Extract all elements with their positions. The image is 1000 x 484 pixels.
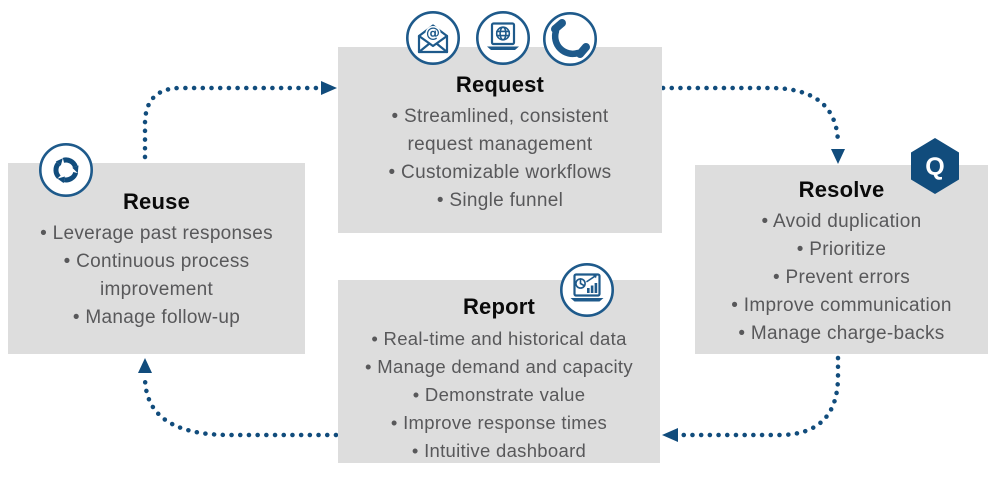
- bullet-item: • Streamlined, consistent request manage…: [391, 106, 609, 155]
- bullet-item: • Customizable workflows: [388, 162, 612, 183]
- svg-text:@: @: [426, 26, 440, 42]
- resolve-box: Resolve • Avoid duplication • Prioritize…: [695, 165, 988, 354]
- request-title: Request: [455, 72, 545, 97]
- bullet-item: • Demonstrate value: [412, 384, 586, 405]
- bullet-item: • Avoid duplication: [761, 211, 922, 232]
- resolve-bullets: • Avoid duplication • Prioritize • Preve…: [701, 208, 982, 348]
- bullet-item: • Manage follow-up: [72, 307, 241, 328]
- report-bullets: • Real-time and historical data • Manage…: [340, 325, 658, 465]
- recycle-icon: [38, 142, 94, 198]
- arrow-report-to-reuse: [138, 358, 339, 438]
- q-hexagon-badge: Q: [911, 138, 959, 194]
- bullet-item: • Single funnel: [436, 190, 564, 211]
- bullet-item: • Real-time and historical data: [371, 328, 627, 349]
- dashboard-laptop-icon: [559, 262, 615, 318]
- bullet-item: • Prevent errors: [772, 267, 911, 288]
- request-box: Request • Streamlined, consistent reques…: [338, 47, 662, 233]
- hexagon-shape: [911, 138, 959, 194]
- phone-icon: [542, 11, 598, 67]
- bullet-item: • Continuous process improvement: [63, 251, 250, 300]
- bullet-item: • Improve communication: [731, 295, 952, 316]
- bullet-item: • Improve response times: [390, 412, 608, 433]
- bullet-item: • Leverage past responses: [40, 223, 273, 244]
- request-bullets: • Streamlined, consistent request manage…: [365, 103, 635, 215]
- laptop-globe-icon: [475, 10, 531, 66]
- bullet-item: • Manage charge-backs: [738, 323, 945, 344]
- arrow-request-to-resolve: [660, 85, 845, 164]
- resolve-title: Resolve: [798, 177, 885, 202]
- reuse-title: Reuse: [122, 189, 191, 214]
- bullet-item: • Manage demand and capacity: [365, 356, 633, 377]
- report-title: Report: [462, 294, 536, 319]
- report-box: Report • Real-time and historical data •…: [338, 280, 660, 463]
- arrow-reuse-to-request: [142, 81, 337, 160]
- bullet-item: • Prioritize: [796, 239, 887, 260]
- reuse-bullets: • Leverage past responses • Continuous p…: [28, 220, 286, 332]
- q-badge-label: Q: [925, 153, 944, 181]
- bullet-item: • Intuitive dashboard: [411, 440, 587, 461]
- email-at-icon: @: [405, 10, 461, 66]
- arrow-resolve-to-report: [662, 355, 841, 442]
